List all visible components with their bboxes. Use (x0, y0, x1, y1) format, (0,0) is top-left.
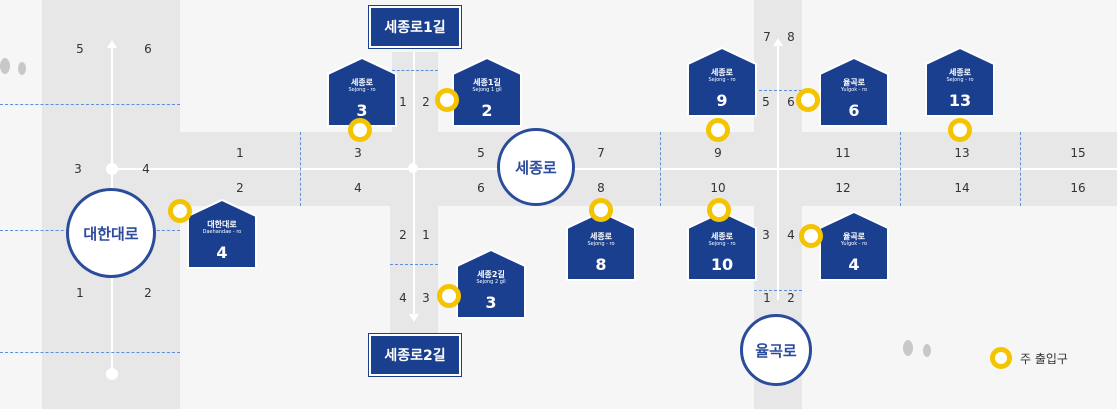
address-number: 1 (236, 146, 244, 160)
building-sign: 대한대로 Daehandae - ro 4 (186, 198, 258, 270)
daehan-road-label: 대한대로 (66, 188, 156, 278)
address-number: 1 (422, 228, 430, 242)
address-number: 8 (597, 181, 605, 195)
address-number: 6 (477, 181, 485, 195)
address-number: 5 (76, 42, 84, 56)
daehan-junction-dot (106, 163, 118, 175)
building-sign: 세종로 Sejong - ro 13 (924, 46, 996, 118)
address-number: 4 (354, 181, 362, 195)
address-number: 1 (763, 291, 771, 305)
sejong1-lane (413, 52, 415, 168)
address-number: 2 (236, 181, 244, 195)
address-number: 13 (954, 146, 970, 160)
address-number: 2 (144, 286, 152, 300)
address-number: 6 (144, 42, 152, 56)
tree-icon (903, 340, 913, 356)
block-line (660, 132, 661, 206)
address-number: 4 (787, 228, 795, 242)
entrance-marker-icon (706, 118, 730, 142)
address-number: 5 (477, 146, 485, 160)
address-number: 15 (1070, 146, 1086, 160)
entrance-marker-icon (348, 118, 372, 142)
tree-icon (0, 58, 10, 74)
sejong2-lane (413, 168, 415, 314)
sejong2-road-label: 세종로2길 (369, 334, 461, 376)
block-line (300, 132, 301, 206)
yulgok-lane (777, 46, 779, 300)
address-number: 3 (422, 291, 430, 305)
yulgok-arrow-icon (773, 38, 783, 46)
entrance-marker-icon (707, 198, 731, 222)
address-number: 6 (787, 95, 795, 109)
legend-label: 주 출입구 (1020, 351, 1068, 366)
entrance-marker-icon (796, 88, 820, 112)
building-sign: 세종로 Sejong - ro 9 (686, 46, 758, 118)
building-sign: 세종로 Sejong - ro 8 (565, 210, 637, 282)
address-number: 3 (762, 228, 770, 242)
tree-icon (923, 344, 931, 357)
address-number: 3 (74, 162, 82, 176)
address-number: 5 (762, 95, 770, 109)
address-number: 1 (76, 286, 84, 300)
sejong-road-label: 세종로 (497, 128, 575, 206)
address-number: 10 (710, 181, 726, 195)
address-number: 8 (787, 30, 795, 44)
entrance-marker-icon (799, 224, 823, 248)
building-sign: 세종2길 Sejong 2 gil 3 (455, 248, 527, 320)
entrance-legend-icon (990, 347, 1012, 369)
tree-icon (18, 62, 26, 75)
entrance-marker-icon (437, 284, 461, 308)
address-number: 2 (787, 291, 795, 305)
building-sign: 세종로 Sejong - ro 10 (686, 210, 758, 282)
building-sign: 율곡로 Yulgok - ro 6 (818, 56, 890, 128)
address-number: 4 (399, 291, 407, 305)
address-number: 9 (714, 146, 722, 160)
daehan-end-dot (106, 368, 118, 380)
entrance-marker-icon (435, 88, 459, 112)
block-line (0, 352, 180, 353)
address-number: 7 (763, 30, 771, 44)
address-number: 14 (954, 181, 970, 195)
building-sign: 세종1길 Sejong 1 gil 2 (451, 56, 523, 128)
address-number: 3 (354, 146, 362, 160)
block-line (390, 264, 438, 265)
address-number: 4 (142, 162, 150, 176)
address-number: 2 (399, 228, 407, 242)
address-number: 11 (835, 146, 851, 160)
block-line (900, 132, 901, 206)
address-number: 2 (422, 95, 430, 109)
address-number: 7 (597, 146, 605, 160)
building-sign: 율곡로 Yulgok - ro 4 (818, 210, 890, 282)
sejong1-road-label: 세종로1길 (369, 6, 461, 48)
address-number: 1 (399, 95, 407, 109)
sejong-junction-dot (408, 163, 418, 173)
block-line (1020, 132, 1021, 206)
legend: 주 출입구 (990, 347, 1068, 369)
entrance-marker-icon (168, 199, 192, 223)
yulgok-road-label: 율곡로 (740, 314, 812, 386)
sejong1-road (392, 52, 438, 132)
block-line (754, 290, 802, 291)
sejong2-arrow-icon (409, 314, 419, 322)
address-number: 16 (1070, 181, 1086, 195)
address-number: 12 (835, 181, 851, 195)
daehan-arrow-icon (107, 40, 117, 48)
entrance-marker-icon (589, 198, 613, 222)
entrance-marker-icon (948, 118, 972, 142)
block-line (0, 104, 180, 105)
block-line (392, 70, 438, 71)
block-line (754, 90, 802, 91)
sejong-lane (111, 168, 1117, 170)
